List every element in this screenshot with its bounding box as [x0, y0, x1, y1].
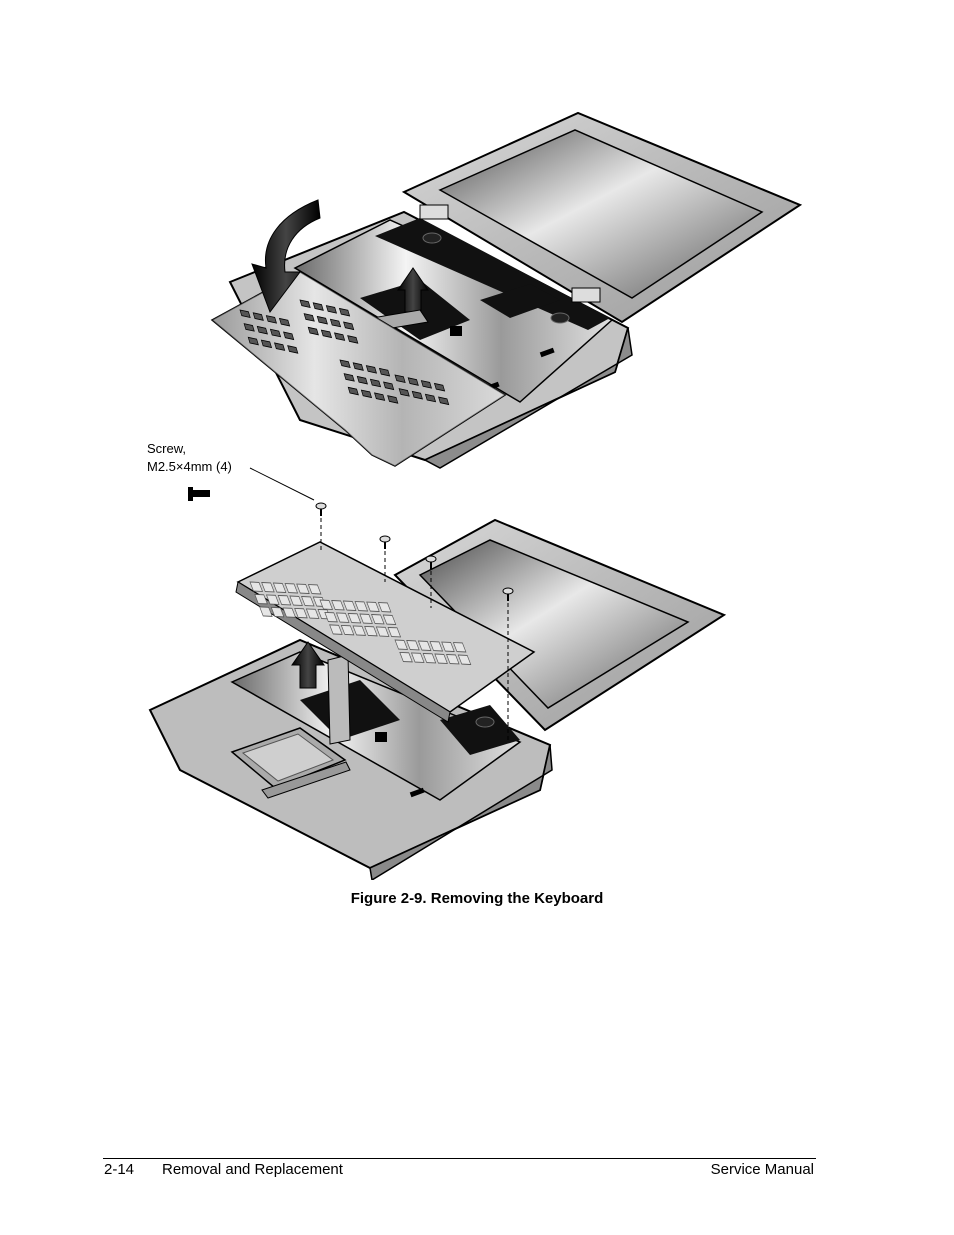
screw-icon — [379, 535, 391, 582]
footer-page-number: 2-14 — [104, 1161, 135, 1178]
screw-callout-leader — [249, 467, 315, 501]
callout-line-2: M2.5×4mm (4) — [147, 459, 232, 474]
figure-caption: Figure 2-9. Removing the Keyboard — [350, 890, 604, 907]
keyboard-keys — [249, 581, 472, 665]
top-lift-arrow-icon — [397, 267, 429, 313]
screw-icon — [502, 587, 514, 742]
screw-icon — [315, 502, 327, 552]
top-rotate-arrow-icon — [251, 199, 321, 314]
bottom-laptop-illustration — [148, 502, 727, 882]
screw-icon — [425, 555, 437, 608]
top-laptop-illustration — [210, 111, 803, 469]
top-keyboard-slots — [239, 299, 450, 406]
footer-rule — [103, 1158, 816, 1159]
bottom-lift-arrow-icon — [291, 641, 325, 689]
top-display-screen — [438, 129, 764, 299]
screw-legend-icon — [188, 487, 210, 501]
figure-illustration — [148, 111, 803, 882]
screw-callout-label: Screw, M2.5×4mm (4) — [147, 440, 232, 476]
footer-document-title: Service Manual — [710, 1161, 814, 1178]
callout-line-1: Screw, — [147, 441, 187, 456]
screws — [315, 502, 514, 742]
footer-section-title: Removal and Replacement — [162, 1161, 343, 1178]
